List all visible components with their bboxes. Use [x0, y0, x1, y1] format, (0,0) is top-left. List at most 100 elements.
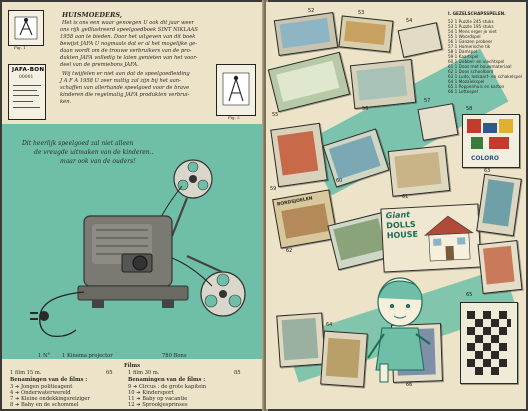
item-number: 62 [286, 248, 293, 254]
intro-line: deel van de premiebons JAFA. [60, 62, 139, 68]
product-box-puzzle [338, 15, 394, 53]
film-title: 7 ➜ Kleine ondekkingsreiziger [10, 396, 90, 402]
book-gutter [262, 0, 268, 411]
item-number: 56 [362, 106, 369, 112]
list-item: 60 1 Dobbel- en vlechtspel [448, 59, 505, 64]
list-item: 63 1 Ludo, loskaart- en schakelspel [448, 74, 522, 79]
list-item: 57 1 Homerische tik [448, 44, 491, 49]
film-title: 8 ➜ Baby en de schommel [10, 402, 79, 408]
right-page: I. GEZELSCHAPSSPELEN. 52 1 Puzzle 245 st… [266, 2, 526, 409]
intro-line: dukten JAFA volledig te laten genieten v… [60, 55, 198, 61]
product-box-game [270, 122, 328, 188]
film-reel-icon [200, 271, 246, 317]
checkerboard-icon [467, 311, 511, 375]
films-meta: 1 film 15 m. [10, 370, 42, 376]
projector-illustration [30, 159, 246, 338]
item-number: 65 [466, 292, 473, 298]
greeting: HUISMOEDERS, [62, 11, 123, 19]
coupon-bon: JAFA-BON 00001 [8, 64, 46, 120]
projector-name: 1 Kinema projector [62, 353, 113, 359]
slogan-line: maar ook van de ouders! [60, 158, 136, 165]
stork-icon [14, 16, 38, 40]
slogan-line: Dit heerlijk speelgoed zal niet alleen [22, 140, 134, 147]
item-number: 63 [484, 168, 491, 174]
list-item: 64 1 Mozaïekspel [448, 79, 485, 84]
films-points: 85 [234, 370, 241, 376]
item-number: 58 [466, 106, 473, 112]
film-title: 9 ➜ Circus : de grote kapitein [128, 384, 207, 390]
films-list-header: Benamingen van de films : [10, 377, 88, 383]
intro-line: bewijst JAFA U nogmaals dat er al het mo… [60, 41, 197, 47]
product-box-bordsjoelen: BORDSJOELEN [272, 189, 338, 249]
section-title: I. GEZELSCHAPSSPELEN. [448, 11, 506, 16]
list-item: 62 1 Doos schoolbord [448, 69, 494, 74]
dollshouse-title: HOUSE [386, 229, 419, 241]
list-item: 58 1 Damspel [448, 49, 478, 54]
intro-line: 1958 aan te bieden. Door het uitgeven va… [60, 34, 196, 40]
intro-line: ken. [60, 99, 72, 105]
item-number: 66 [406, 382, 413, 388]
coupon-title: JAFA-BON [12, 67, 45, 73]
product-box-puzzle [273, 11, 339, 57]
films-header: Films [124, 363, 141, 369]
product-box-dollshouse: Giant DOLLS HOUSE [380, 203, 482, 273]
product-box-game [476, 173, 522, 237]
list-item: 65 1 Poppenhuis en karton [448, 84, 505, 89]
coloro-title: COLORO [471, 155, 499, 162]
film-reel-icon [173, 159, 213, 199]
coupon-code: 00001 [19, 75, 34, 80]
item-number: 59 [270, 186, 277, 192]
intro-line: Het is ons een waar genoegen U ook dit j… [62, 20, 195, 26]
product-box-checkers [460, 302, 518, 384]
product-box-game [320, 330, 368, 388]
intro-line: ons rijk geïllustreerd speelgoedboek SIN… [60, 27, 198, 33]
projector-points: 780 Bons [162, 353, 187, 359]
films-points: 65 [106, 370, 113, 376]
product-box-game [349, 58, 417, 110]
coupon-fig2 [216, 64, 256, 116]
coupon-fig1 [8, 10, 44, 46]
intro-line: kinderen die regelmatig JAFA produkten v… [60, 92, 190, 98]
list-item: 59 1 Kaartspel [448, 54, 479, 59]
item-number: 54 [406, 18, 413, 24]
film-title: 10 ➜ Kindersport [128, 390, 174, 396]
list-item: 54 1 Mens erger je niet [448, 29, 497, 34]
intro-line: Wij twijfelen er niet aan dat de speelgo… [62, 71, 190, 77]
item-number: 55 [272, 112, 279, 118]
product-box-game [417, 103, 459, 141]
coupon-caption-1: Fig. 1 [14, 45, 26, 50]
intro-line: J A F A 1958 U zeer nuttig zal zijn bij … [60, 78, 181, 84]
films-list-header: Benamingen van de films : [128, 377, 206, 383]
product-box-game [477, 240, 523, 294]
item-number: 57 [424, 98, 431, 104]
list-item: 52 1 Puzzle 245 stuks [448, 19, 494, 24]
coupon-caption-2: Fig. 2 [228, 115, 240, 120]
product-box-game [387, 145, 451, 197]
product-box-coloro: COLORO [462, 114, 520, 168]
film-title: 12 ➜ Sprookjesprinses [128, 402, 188, 408]
list-item: 55 1 Woordspel [448, 34, 481, 39]
item-number: 53 [358, 10, 365, 16]
left-page: Fig. 1 JAFA-BON 00001 HUISMOEDERS, Het i… [2, 2, 264, 409]
list-item: 56 1 Ganzen probeer [448, 39, 493, 44]
list-item: 61 1 Doos met bouwmateriaal [448, 64, 512, 69]
list-item: 66 1 Lottospel [448, 89, 478, 94]
product-box-game [267, 51, 351, 113]
item-number: 64 [326, 322, 333, 328]
film-title: 3 ➜ Jongen politieagent [10, 384, 73, 390]
intro-line: schaffen van allerhande speelgoed voor d… [60, 85, 190, 91]
film-title: 11 ➜ Baby op vacantie [128, 396, 188, 402]
projector-qty: 1 N° [38, 353, 51, 359]
house-icon [423, 215, 474, 262]
slogan-line: de vreugde uitmaken van de kinderen.. [34, 149, 154, 156]
intro-line: daan wordt om de trouwe verbruikers van … [60, 48, 192, 54]
projector-panel: Dit heerlijk speelgoed zal niet alleen d… [2, 124, 264, 359]
film-title: 4 ➜ Onderwaterwereld [10, 390, 71, 396]
product-box-game [397, 22, 443, 58]
item-number: 61 [402, 194, 409, 200]
product-box-game [276, 312, 326, 368]
child-illustration [367, 277, 431, 383]
list-item: 53 1 Puzzle 195 stuks [448, 24, 494, 29]
item-number: 60 [336, 178, 343, 184]
